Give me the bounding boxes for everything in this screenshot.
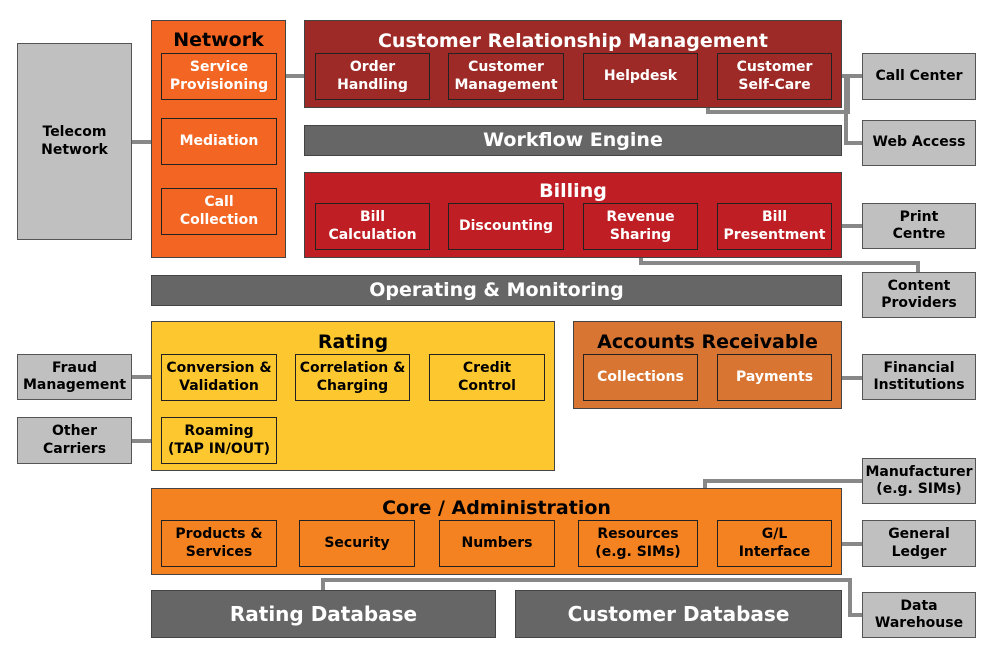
bill-presentment-label: Bill Presentment bbox=[723, 209, 826, 243]
crm-title: Customer Relationship Management bbox=[377, 30, 769, 52]
credit-control-box[interactable]: Credit Control bbox=[429, 354, 545, 401]
financial-institutions-box[interactable]: Financial Institutions bbox=[862, 354, 976, 400]
discounting-label: Discounting bbox=[458, 217, 554, 234]
order-handling-box[interactable]: Order Handling bbox=[315, 53, 430, 100]
network-title: Network bbox=[173, 29, 264, 51]
bill-calculation-box[interactable]: Bill Calculation bbox=[315, 203, 430, 250]
telecom-network-box[interactable]: Telecom Network bbox=[17, 43, 132, 240]
other-carriers-box[interactable]: Other Carriers bbox=[17, 417, 132, 464]
call-collection-box[interactable]: Call Collection bbox=[161, 188, 277, 235]
data-warehouse-label: Data Warehouse bbox=[874, 597, 964, 632]
accounts-receivable-title: Accounts Receivable bbox=[597, 331, 818, 353]
customer-database-bar[interactable]: Customer Database bbox=[515, 590, 842, 638]
financial-institutions-label: Financial Institutions bbox=[873, 359, 965, 394]
rating-title: Rating bbox=[317, 331, 389, 353]
web-access-label: Web Access bbox=[872, 134, 966, 151]
conversion-validation-box[interactable]: Conversion & Validation bbox=[161, 354, 277, 401]
manufacturer-box[interactable]: Manufacturer (e.g. SIMs) bbox=[862, 458, 976, 504]
gl-interface-box[interactable]: G/L Interface bbox=[717, 520, 832, 567]
mediation-label: Mediation bbox=[179, 132, 259, 149]
numbers-label: Numbers bbox=[461, 534, 533, 551]
resources-label: Resources (e.g. SIMs) bbox=[595, 526, 681, 560]
telecom-network-label: Telecom Network bbox=[41, 124, 108, 158]
print-centre-box[interactable]: Print Centre bbox=[862, 203, 976, 249]
numbers-box[interactable]: Numbers bbox=[439, 520, 555, 567]
products-services-label: Products & Services bbox=[175, 526, 263, 560]
payments-label: Payments bbox=[735, 368, 814, 385]
content-providers-label: Content Providers bbox=[881, 277, 957, 312]
roaming-box[interactable]: Roaming (TAP IN/OUT) bbox=[161, 417, 277, 464]
billing-title: Billing bbox=[539, 180, 607, 202]
customer-self-care-box[interactable]: Customer Self-Care bbox=[717, 53, 832, 100]
gl-interface-label: G/L Interface bbox=[738, 526, 811, 560]
general-ledger-label: General Ledger bbox=[888, 526, 950, 560]
call-center-label: Call Center bbox=[875, 67, 963, 84]
order-handling-label: Order Handling bbox=[337, 59, 408, 93]
resources-box[interactable]: Resources (e.g. SIMs) bbox=[578, 520, 698, 567]
correlation-charging-label: Correlation & Charging bbox=[299, 360, 406, 394]
customer-self-care-label: Customer Self-Care bbox=[736, 59, 813, 93]
rating-database-label: Rating Database bbox=[229, 601, 418, 626]
call-collection-label: Call Collection bbox=[179, 194, 259, 228]
customer-management-label: Customer Management bbox=[454, 59, 558, 93]
security-box[interactable]: Security bbox=[299, 520, 415, 567]
general-ledger-box[interactable]: General Ledger bbox=[862, 520, 976, 567]
collections-label: Collections bbox=[597, 368, 684, 385]
credit-control-label: Credit Control bbox=[458, 360, 516, 394]
customer-database-label: Customer Database bbox=[567, 601, 790, 626]
operating-monitoring-bar[interactable]: Operating & Monitoring bbox=[151, 275, 842, 306]
mediation-box[interactable]: Mediation bbox=[161, 118, 277, 165]
operating-monitoring-label: Operating & Monitoring bbox=[369, 278, 624, 301]
conversion-validation-label: Conversion & Validation bbox=[166, 360, 272, 394]
revenue-sharing-box[interactable]: Revenue Sharing bbox=[583, 203, 698, 250]
fraud-management-label: Fraud Management bbox=[22, 359, 127, 394]
customer-management-box[interactable]: Customer Management bbox=[448, 53, 564, 100]
helpdesk-label: Helpdesk bbox=[603, 67, 678, 84]
payments-box[interactable]: Payments bbox=[717, 354, 832, 401]
revenue-sharing-label: Revenue Sharing bbox=[606, 209, 675, 243]
workflow-engine-bar[interactable]: Workflow Engine bbox=[304, 125, 842, 156]
discounting-box[interactable]: Discounting bbox=[448, 203, 564, 250]
service-provisioning-label: Service Provisioning bbox=[169, 59, 269, 93]
rating-database-bar[interactable]: Rating Database bbox=[151, 590, 496, 638]
workflow-engine-label: Workflow Engine bbox=[483, 128, 663, 151]
bill-calculation-label: Bill Calculation bbox=[328, 209, 417, 243]
collections-box[interactable]: Collections bbox=[583, 354, 698, 401]
service-provisioning-box[interactable]: Service Provisioning bbox=[161, 53, 277, 100]
call-center-box[interactable]: Call Center bbox=[862, 53, 976, 100]
helpdesk-box[interactable]: Helpdesk bbox=[583, 53, 698, 100]
web-access-box[interactable]: Web Access bbox=[862, 120, 976, 166]
print-centre-label: Print Centre bbox=[892, 208, 946, 243]
core-administration-title: Core / Administration bbox=[382, 497, 611, 519]
bill-presentment-box[interactable]: Bill Presentment bbox=[717, 203, 832, 250]
other-carriers-label: Other Carriers bbox=[42, 423, 107, 457]
fraud-management-box[interactable]: Fraud Management bbox=[17, 354, 132, 400]
manufacturer-label: Manufacturer (e.g. SIMs) bbox=[865, 463, 973, 498]
data-warehouse-box[interactable]: Data Warehouse bbox=[862, 592, 976, 638]
correlation-charging-box[interactable]: Correlation & Charging bbox=[295, 354, 410, 401]
products-services-box[interactable]: Products & Services bbox=[161, 520, 277, 567]
security-label: Security bbox=[324, 534, 390, 551]
roaming-label: Roaming (TAP IN/OUT) bbox=[167, 423, 271, 457]
content-providers-box[interactable]: Content Providers bbox=[862, 272, 976, 318]
